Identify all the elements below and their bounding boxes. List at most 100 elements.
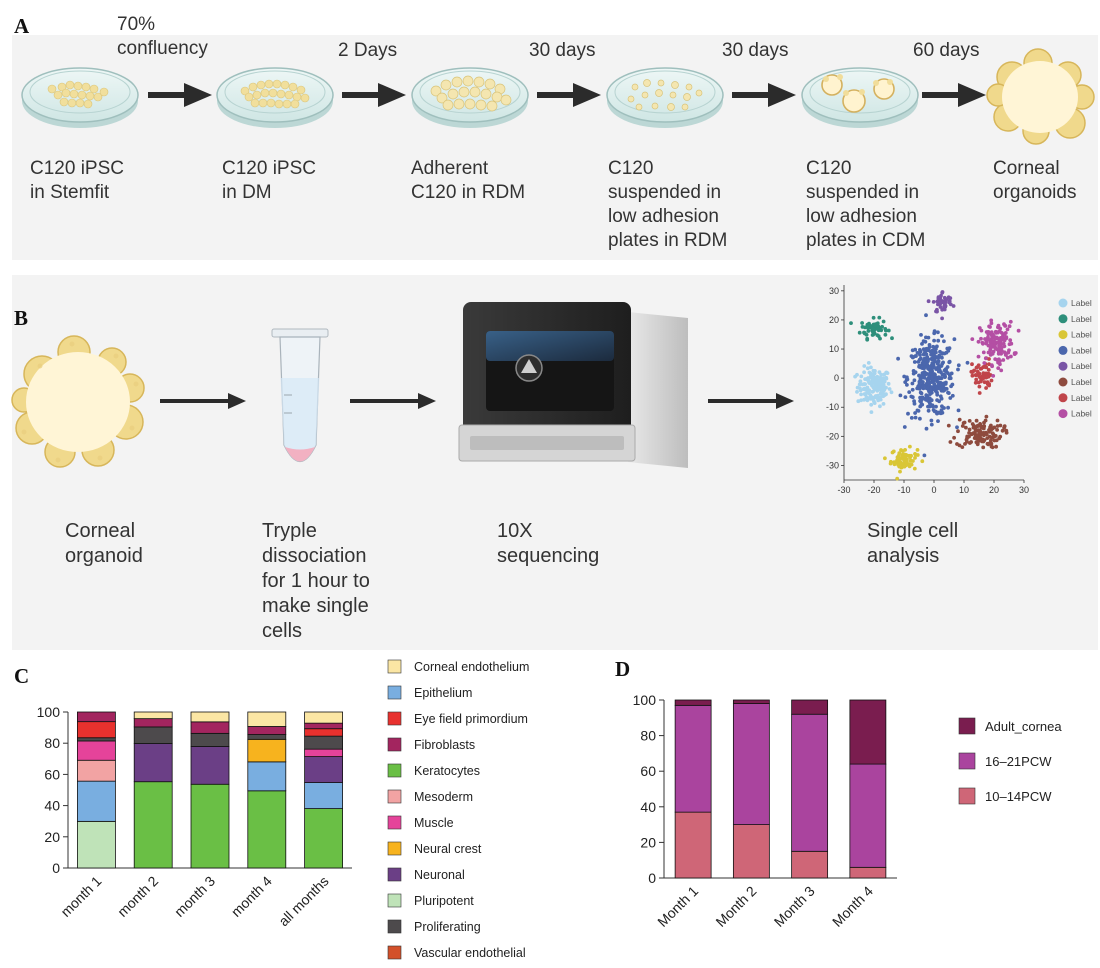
tsne-point xyxy=(995,428,999,432)
tsne-point xyxy=(881,319,886,324)
tsne-point xyxy=(888,459,893,464)
tsne-point xyxy=(936,330,940,335)
tsne-point xyxy=(913,415,918,420)
c-bar-segment xyxy=(190,711,230,723)
tsne-point xyxy=(974,418,979,423)
tsne-point xyxy=(941,382,946,387)
tsne-point xyxy=(924,346,929,351)
tsne-x-tick-label: -10 xyxy=(897,485,910,495)
tsne-point xyxy=(874,323,878,327)
tsne-point xyxy=(982,420,986,425)
tsne-point xyxy=(866,361,871,365)
c-bar-segment xyxy=(247,738,287,763)
tsne-point xyxy=(997,346,1002,351)
tsne-point xyxy=(985,441,990,446)
tsne-point xyxy=(869,410,874,414)
tsne-point xyxy=(1009,354,1013,359)
tsne-point xyxy=(932,382,937,386)
tsne-point xyxy=(1003,323,1008,328)
d-legend-label: Adult_cornea xyxy=(985,719,1062,734)
tsne-point xyxy=(934,350,938,355)
tsne-point xyxy=(922,361,927,366)
tsne-point xyxy=(903,460,908,464)
tsne-point xyxy=(965,360,970,365)
tsne-point xyxy=(970,337,975,341)
d-bar-segment xyxy=(674,704,712,813)
tsne-point xyxy=(911,459,915,463)
tsne-point xyxy=(892,460,897,465)
c-x-tick-label: month 2 xyxy=(114,873,161,920)
c-legend-label: Keratocytes xyxy=(414,764,480,778)
tsne-point xyxy=(960,445,965,449)
tsne-point xyxy=(881,390,885,395)
tsne-point xyxy=(935,299,940,304)
tsne-point xyxy=(908,444,912,449)
b-arrow-3 xyxy=(708,393,794,409)
c-bar-segment xyxy=(304,782,344,809)
tsne-legend-swatch xyxy=(1058,314,1068,324)
c-legend-swatch xyxy=(387,815,402,830)
tsne-point xyxy=(886,381,891,386)
tsne-point xyxy=(855,390,859,394)
a-arrow-labels: 70% confluency 2 Days 30 days 30 days 60… xyxy=(117,14,980,61)
tsne-point xyxy=(955,425,959,430)
tsne-point xyxy=(989,444,994,449)
tsne-point xyxy=(913,456,917,460)
tsne-point xyxy=(934,404,938,409)
tsne-y-tick-label: 10 xyxy=(829,344,839,354)
tsne-point xyxy=(917,373,922,378)
d-y-tick-label: 100 xyxy=(633,692,657,708)
tsne-point xyxy=(984,414,989,419)
c-legend-swatch xyxy=(387,659,402,674)
tsne-point xyxy=(918,377,923,381)
tsne-point xyxy=(947,299,952,303)
tsne-point xyxy=(924,426,929,431)
tsne-point xyxy=(928,401,932,406)
tsne-point xyxy=(864,396,869,401)
tsne-point xyxy=(1007,342,1012,347)
tsne-point xyxy=(1004,335,1009,339)
tsne-point xyxy=(950,393,955,398)
tsne-point xyxy=(997,436,1002,441)
tsne-point xyxy=(944,350,949,355)
tsne-point xyxy=(903,380,908,384)
c-legend-label: Muscle xyxy=(414,816,454,830)
tsne-point xyxy=(984,371,988,376)
tsne-point xyxy=(910,387,915,392)
tsne-point xyxy=(973,380,978,385)
tsne-point xyxy=(971,431,976,436)
a-arrows xyxy=(148,83,986,107)
d-x-tick-label: Month 1 xyxy=(654,883,701,930)
tsne-point xyxy=(998,336,1003,340)
tsne-point xyxy=(946,405,950,410)
tsne-point xyxy=(918,353,922,357)
tsne-y-tick-label: -20 xyxy=(826,431,839,441)
tsne-point xyxy=(986,337,990,342)
tsne-point xyxy=(967,427,972,432)
c-legend-label: Vascular endothelial xyxy=(414,946,526,960)
tsne-point xyxy=(995,424,1000,428)
panel-b: B xyxy=(11,275,1098,650)
tsne-point xyxy=(857,330,862,335)
tsne-point xyxy=(900,455,905,459)
a-arrow-3 xyxy=(537,83,601,107)
tsne-point xyxy=(936,338,941,343)
c-legend-swatch xyxy=(387,893,402,908)
tsne-point xyxy=(905,383,909,387)
c-legend-swatch xyxy=(387,711,402,726)
d-bar-segment xyxy=(732,824,770,879)
tsne-point xyxy=(951,304,956,308)
tsne-point xyxy=(924,352,929,357)
b-step-label-4: Single cell analysis xyxy=(867,520,964,567)
tsne-point xyxy=(857,382,862,387)
tsne-point xyxy=(890,450,895,455)
tsne-point xyxy=(981,341,985,346)
tsne-point xyxy=(1002,338,1007,343)
d-y-tick-label: 0 xyxy=(648,870,656,886)
d-legend-swatch xyxy=(958,787,976,805)
c-y-tick-label: 20 xyxy=(44,829,60,845)
tsne-point xyxy=(1007,348,1011,353)
d-y-tick-label: 80 xyxy=(640,728,656,744)
d-bar-segment xyxy=(791,850,829,879)
